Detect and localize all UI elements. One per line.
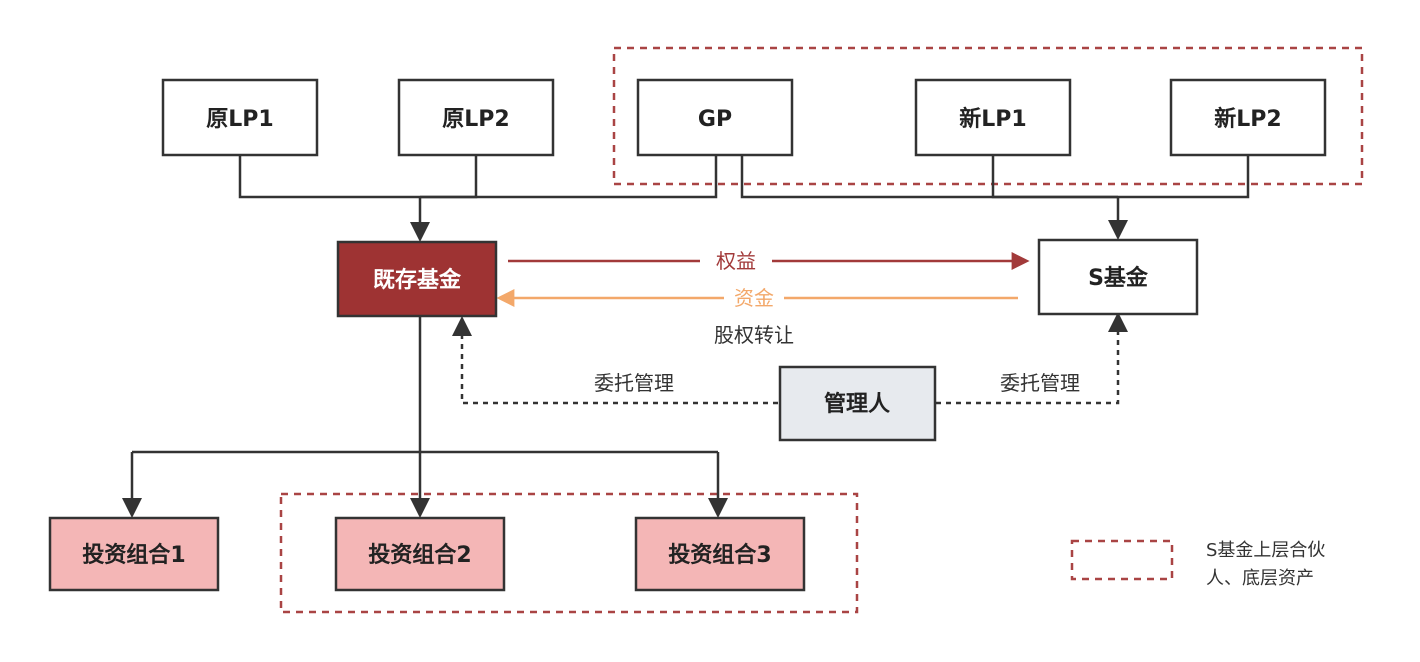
equity-transfer-label: 股权转让 xyxy=(714,323,794,347)
node-portfolio3-label: 投资组合3 xyxy=(668,542,771,568)
capital-label: 资金 xyxy=(734,286,774,310)
node-new-lp2 xyxy=(1169,78,1327,157)
node-portfolio3 xyxy=(634,516,806,592)
equity-label: 权益 xyxy=(716,249,756,273)
connector-gp-to-s-fund xyxy=(740,155,1118,199)
entrust-label-left: 委托管理 xyxy=(594,371,674,395)
node-lp2-label: 原LP2 xyxy=(442,107,509,132)
node-existing-fund xyxy=(336,240,498,318)
connector-lp2-to-existing-fund xyxy=(420,155,478,199)
node-portfolio2-label: 投资组合2 xyxy=(368,542,471,568)
connector-newlp2-to-s-fund xyxy=(1118,155,1250,199)
node-portfolio2 xyxy=(334,516,506,592)
equity-label-bg xyxy=(700,248,772,274)
node-lp2 xyxy=(397,78,555,157)
connector-gp-to-existing-fund xyxy=(420,155,718,199)
node-new-lp1 xyxy=(914,78,1072,157)
node-existing-fund-label: 既存基金 xyxy=(373,267,462,293)
connector-lp1-to-existing-fund xyxy=(238,155,420,199)
node-new-lp1-label: 新LP1 xyxy=(959,106,1026,132)
entrust-label-right: 委托管理 xyxy=(1000,371,1080,395)
capital-label-bg xyxy=(724,285,784,311)
node-s-fund-label: S基金 xyxy=(1088,265,1149,291)
node-s-fund xyxy=(1037,238,1199,316)
connector-newlp1-to-s-fund xyxy=(991,155,1118,199)
node-portfolio1 xyxy=(48,516,220,592)
node-manager xyxy=(778,365,937,442)
node-gp-label: GP xyxy=(698,107,732,132)
entrust-arrow-right xyxy=(936,312,1128,405)
node-lp1-label: 原LP1 xyxy=(206,107,273,132)
underlying-assets-group xyxy=(279,492,859,614)
entrust-arrow-left xyxy=(452,316,778,405)
legend-text-line2: 人、底层资产 xyxy=(1206,568,1314,589)
node-lp1 xyxy=(161,78,319,157)
node-portfolio1-label: 投资组合1 xyxy=(82,542,185,568)
legend-text-line1: S基金上层合伙 xyxy=(1206,540,1325,561)
legend-dashed-box xyxy=(1070,539,1174,581)
node-manager-label: 管理人 xyxy=(824,391,890,417)
node-gp xyxy=(636,78,794,157)
node-new-lp2-label: 新LP2 xyxy=(1214,106,1281,132)
